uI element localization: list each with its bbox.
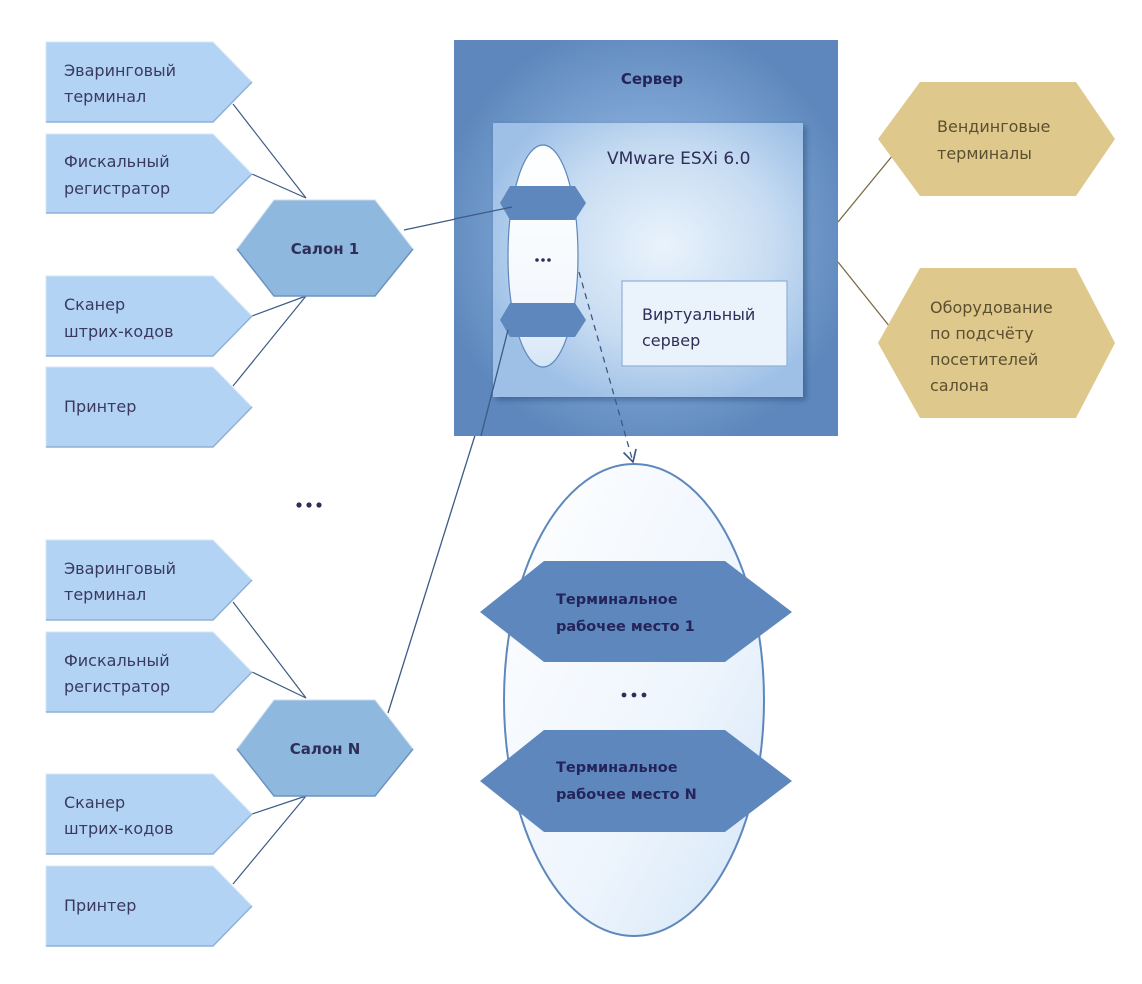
device-label: терминал [64, 585, 146, 604]
connector-salon1-scanner [251, 295, 307, 317]
salon-label: Салон N [290, 740, 361, 758]
salons-ellipsis [296, 502, 322, 508]
terminal-pool-ellipse [503, 463, 765, 937]
virtual-server-label: Виртуальный [642, 305, 755, 324]
visitor-counter-node[interactable]: Оборудование по подсчёту посетителей сал… [878, 268, 1115, 418]
device-label: штрих-кодов [64, 819, 174, 838]
device-label: штрих-кодов [64, 322, 174, 341]
connector-salon1-printer [232, 295, 307, 387]
device-printer[interactable]: Принтер [45, 366, 253, 448]
device-fiscal-registrar[interactable]: Фискальный регистратор [45, 133, 253, 214]
counter-label: посетителей [930, 350, 1038, 369]
terminal-label: рабочее место 1 [556, 619, 695, 635]
virtual-server-box[interactable]: Виртуальный сервер [621, 280, 788, 367]
hypervisor-label: VMware ESXi 6.0 [607, 149, 750, 169]
vending-terminals-node[interactable]: Вендинговые терминалы [878, 82, 1115, 196]
terminal-label: Терминальное [556, 760, 678, 776]
device-label: Эваринговый [64, 61, 176, 80]
device-label: регистратор [64, 677, 170, 696]
port-hexagon-n[interactable] [500, 303, 586, 337]
terminal-workplace-n[interactable]: Терминальное рабочее место N [480, 730, 792, 832]
connector-server-counter [837, 261, 891, 328]
salon-group-n: Эваринговый терминал Фискальный регистра… [45, 539, 414, 947]
terminal-workplace-1[interactable]: Терминальное рабочее место 1 [480, 561, 792, 662]
terminal-label: Терминальное [556, 592, 678, 608]
device-label: Принтер [64, 397, 136, 416]
device-printer[interactable]: Принтер [45, 865, 253, 947]
device-label: Сканер [64, 793, 125, 812]
device-barcode-scanner[interactable]: Сканер штрих-кодов [45, 275, 253, 357]
device-label: Эваринговый [64, 559, 176, 578]
device-evaring-terminal[interactable]: Эваринговый терминал [45, 539, 253, 621]
device-barcode-scanner[interactable]: Сканер штрих-кодов [45, 773, 253, 855]
device-label: Фискальный [64, 152, 170, 171]
connector-salon1-evaring [232, 103, 307, 199]
server-title: Сервер [621, 70, 684, 88]
salon-n-node[interactable]: Салон N [236, 699, 414, 797]
connector-server-vending [837, 154, 894, 223]
terminal-pool: Терминальное рабочее место 1 Терминально… [480, 463, 792, 937]
connector-overlays [453, 206, 513, 437]
salon-label: Салон 1 [291, 240, 359, 258]
device-fiscal-registrar[interactable]: Фискальный регистратор [45, 631, 253, 713]
salon-group-1: Эваринговый терминал Фискальный регистра… [45, 41, 414, 448]
counter-label: по подсчёту [930, 324, 1034, 343]
connector-salon1-fiscal [251, 173, 307, 199]
ports-ellipsis [535, 258, 551, 262]
virtual-server-label: сервер [642, 331, 700, 350]
port-pool [500, 144, 586, 368]
device-label: Принтер [64, 896, 136, 915]
vending-label: Вендинговые [937, 117, 1050, 136]
connector-salonN-fiscal [251, 671, 307, 699]
connector-salonN-scanner [251, 795, 307, 815]
port-hexagon-1[interactable] [500, 186, 586, 220]
device-label: регистратор [64, 179, 170, 198]
connector-salonN-printer [232, 795, 307, 885]
device-label: Сканер [64, 295, 125, 314]
counter-label: Оборудование [930, 298, 1053, 317]
connector-salonN-evaring [232, 601, 307, 699]
device-label: терминал [64, 87, 146, 106]
server-node[interactable]: Сервер VMware ESXi 6.0 Виртуальный серве… [454, 40, 838, 436]
salon-1-node[interactable]: Салон 1 [236, 199, 414, 297]
device-label: Фискальный [64, 651, 170, 670]
counter-label: салона [930, 376, 989, 395]
vending-label: терминалы [937, 144, 1032, 163]
terminals-ellipsis [621, 692, 647, 698]
terminal-label: рабочее место N [556, 787, 697, 803]
device-evaring-terminal[interactable]: Эваринговый терминал [45, 41, 253, 123]
